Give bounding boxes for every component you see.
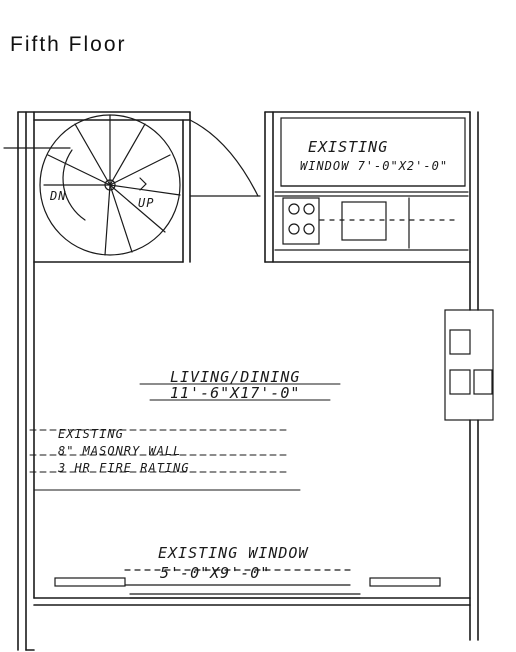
existing-window-bottom <box>54 569 441 599</box>
label-stair-down: DN <box>49 189 66 203</box>
floor-title: Fifth Floor <box>10 33 127 56</box>
label-masonry-line2: 8" MASONRY WALL <box>58 444 181 458</box>
existing-window-top <box>274 117 469 193</box>
burner-icon <box>288 203 300 215</box>
label-existing-window-top-dims: WINDOW 7'-0"X2'-0" <box>300 159 448 173</box>
kitchen-counter <box>274 195 469 251</box>
sink-icon <box>341 201 387 241</box>
label-living-dining-dims: 11'-6"X17'-0" <box>170 384 300 402</box>
label-living-dining: LIVING/DINING <box>170 368 300 386</box>
burner-icon <box>288 223 300 235</box>
label-existing-window-top: EXISTING <box>308 138 388 156</box>
door-swing <box>189 119 261 197</box>
label-masonry-line1: EXISTING <box>58 427 124 441</box>
label-masonry-line3: 3 HR FIRE RATING <box>57 461 190 475</box>
side-window <box>444 309 494 421</box>
masonry-wall <box>29 429 301 491</box>
label-existing-window-bottom-dims: 5'-0"X9'-0" <box>160 564 270 582</box>
spiral-stair-icon <box>3 114 181 256</box>
burner-icon <box>303 203 315 215</box>
living-dining-lines <box>139 383 341 401</box>
burner-icon <box>303 223 315 235</box>
label-existing-window-bottom: EXISTING WINDOW <box>158 544 309 562</box>
label-stair-up: UP <box>138 196 154 210</box>
